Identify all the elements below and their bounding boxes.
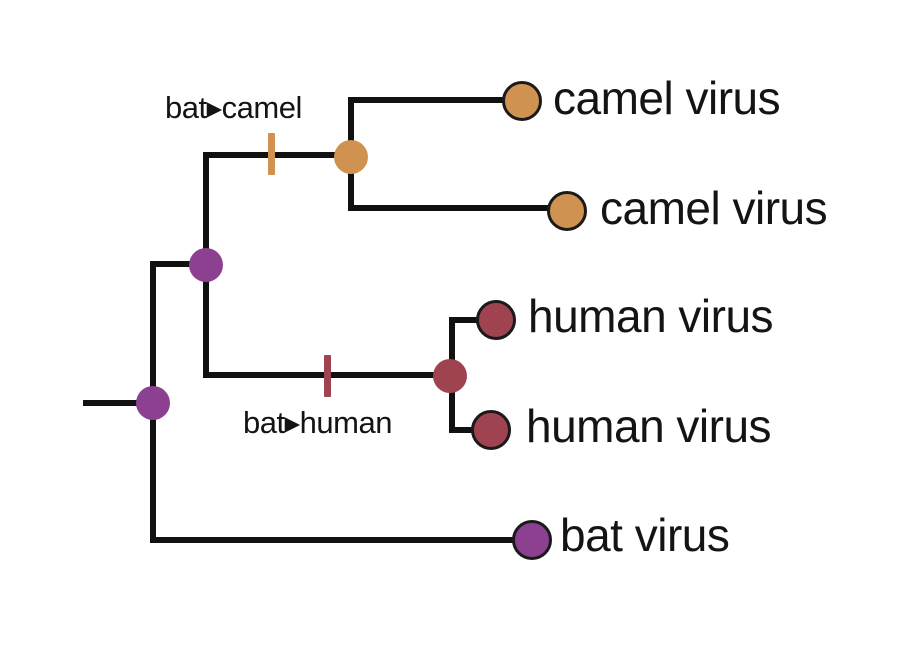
human-tip1-horizontal <box>449 317 496 323</box>
tip-label-camel-virus-1: camel virus <box>553 71 781 124</box>
bat-to-camel-transition-tick <box>268 133 275 175</box>
tip-label-human-virus-2: human virus <box>526 399 772 452</box>
internal-node-human <box>433 359 467 393</box>
tip-label-human-virus-1: human virus <box>528 289 774 342</box>
bat-to-human-transition-tick <box>324 355 331 397</box>
root-node-bat <box>136 386 170 420</box>
root-stub-branch <box>83 400 156 406</box>
annotation-bat-to-camel: bat▸camel <box>165 90 302 125</box>
inner-to-human-vertical <box>203 265 209 378</box>
human-tip2-horizontal <box>449 427 491 433</box>
inner-to-camel-vertical <box>203 152 209 268</box>
root-to-bat-vertical <box>150 403 156 543</box>
root-to-inner-horizontal <box>150 261 210 267</box>
leaf-node-human-virus-2 <box>471 410 511 450</box>
annotation-bat-to-human: bat▸human <box>243 405 392 440</box>
human-node-up-vertical <box>449 317 455 376</box>
internal-node-camel <box>334 140 368 174</box>
camel-tip2-horizontal <box>348 205 567 211</box>
leaf-node-camel-virus-2 <box>547 191 587 231</box>
tip-label-camel-virus-2: camel virus <box>600 181 828 234</box>
tip-label-bat-virus: bat virus <box>560 508 730 561</box>
camel-node-down-vertical <box>348 157 354 211</box>
leaf-node-bat-virus <box>512 520 552 560</box>
leaf-node-human-virus-1 <box>476 300 516 340</box>
camel-node-up-vertical <box>348 97 354 157</box>
root-to-inner-vertical <box>150 261 156 406</box>
leaf-node-camel-virus-1 <box>502 81 542 121</box>
human-node-down-vertical <box>449 376 455 433</box>
internal-node-bat <box>189 248 223 282</box>
inner-to-camel-horizontal <box>203 152 351 158</box>
camel-tip1-horizontal <box>348 97 522 103</box>
bat-tip-horizontal <box>150 537 532 543</box>
